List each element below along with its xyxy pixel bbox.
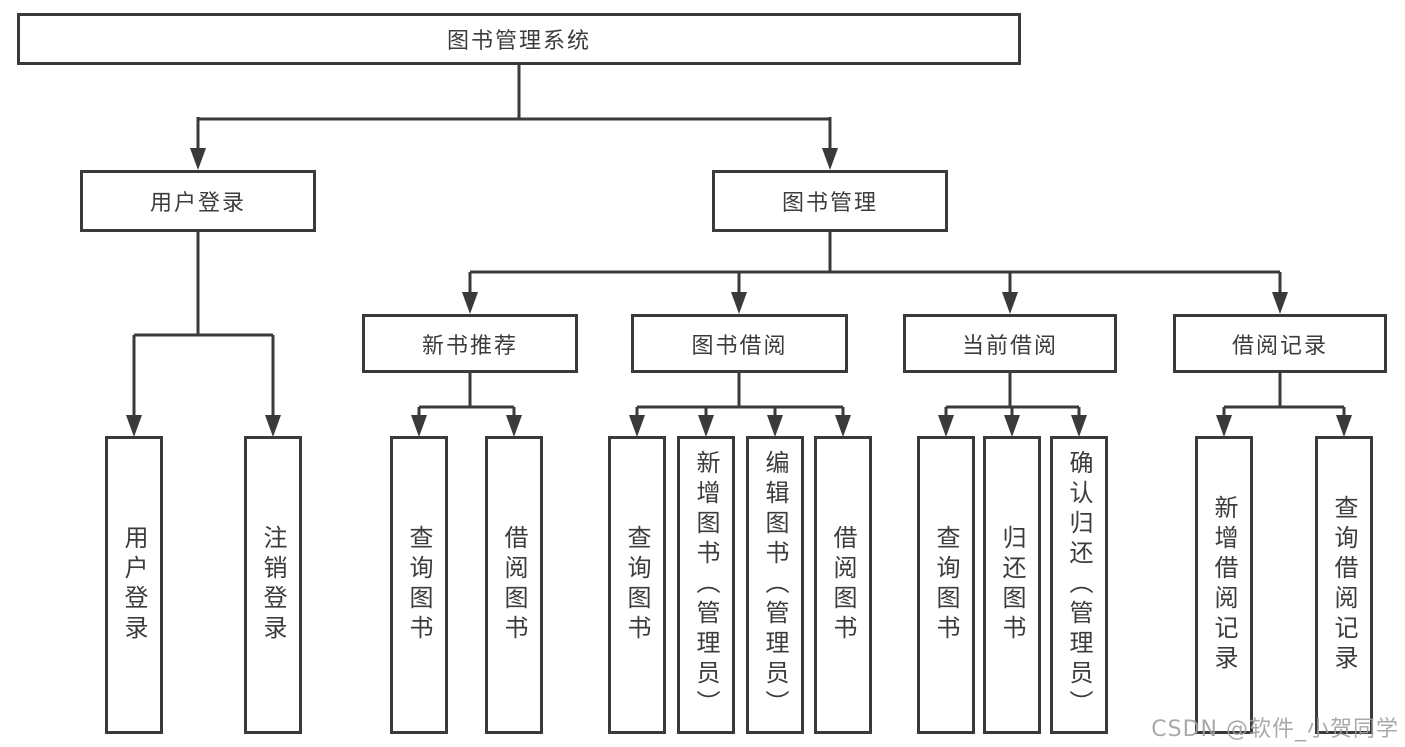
leaf-borrow-books: 借阅图书 (814, 436, 872, 734)
node-label: 归还图书 (998, 525, 1026, 645)
node-label: 查询图书 (932, 525, 960, 645)
leaf-edit-books-admin: 编辑图书（管理员） (746, 436, 804, 734)
node-book-borrowing: 图书借阅 (631, 314, 848, 373)
node-label: 确认归还（管理员） (1065, 450, 1093, 720)
arrowhead (1071, 415, 1087, 437)
node-label: 当前借阅 (961, 333, 1058, 359)
node-user-login: 用户登录 (80, 170, 316, 232)
arrowhead (698, 415, 714, 437)
arrowhead (265, 415, 281, 437)
leaf-return-books: 归还图书 (983, 436, 1041, 734)
arrowhead (411, 415, 427, 437)
node-label: 用户登录 (120, 525, 148, 645)
node-label: 注销登录 (259, 525, 287, 645)
leaf-add-books-admin: 新增图书（管理员） (677, 436, 735, 734)
node-label: 查询图书 (623, 525, 651, 645)
node-label: 查询借阅记录 (1330, 495, 1358, 675)
connector-root-to-level2 (190, 65, 838, 170)
connector-current-borrow-children (938, 373, 1087, 437)
arrowhead (767, 415, 783, 437)
node-label: 查询图书 (405, 525, 433, 645)
connector-user-login-children (126, 232, 281, 437)
leaf-query-books-current: 查询图书 (917, 436, 975, 734)
arrowhead (190, 148, 206, 170)
node-label: 新增借阅记录 (1210, 495, 1238, 675)
arrowhead (1216, 415, 1232, 437)
leaf-add-borrow-record: 新增借阅记录 (1195, 436, 1253, 734)
arrowhead (1002, 292, 1018, 314)
arrowhead (1004, 415, 1020, 437)
leaf-confirm-return-admin: 确认归还（管理员） (1050, 436, 1108, 734)
node-label: 编辑图书（管理员） (761, 450, 789, 720)
connector-book-management-children (462, 232, 1288, 314)
leaf-logout: 注销登录 (244, 436, 302, 734)
arrowhead (1336, 415, 1352, 437)
node-book-management: 图书管理 (712, 170, 948, 232)
node-label: 新书推荐 (421, 333, 518, 359)
node-new-book-recommendation: 新书推荐 (362, 314, 578, 373)
leaf-borrow-books-recommend: 借阅图书 (485, 436, 543, 734)
node-label: 新增图书（管理员） (692, 450, 720, 720)
connector-book-borrow-children (629, 373, 851, 437)
arrowhead (629, 415, 645, 437)
arrowhead (506, 415, 522, 437)
node-current-borrowing: 当前借阅 (903, 314, 1117, 373)
connector-new-book-children (411, 373, 522, 437)
arrowhead (731, 292, 747, 314)
node-label: 借阅记录 (1231, 333, 1328, 359)
arrowhead (462, 292, 478, 314)
node-label: 借阅图书 (829, 525, 857, 645)
arrowhead (1272, 292, 1288, 314)
node-label: 借阅图书 (500, 525, 528, 645)
node-label: 图书管理系统 (446, 29, 591, 54)
node-label: 图书借阅 (691, 333, 788, 359)
node-label: 用户登录 (149, 191, 246, 216)
node-library-management-system: 图书管理系统 (17, 13, 1021, 65)
arrowhead (126, 415, 142, 437)
arrowhead (938, 415, 954, 437)
leaf-query-books-borrow: 查询图书 (608, 436, 666, 734)
leaf-query-books-recommend: 查询图书 (390, 436, 448, 734)
connector-borrow-records-children (1216, 373, 1352, 437)
arrowhead (822, 148, 838, 170)
node-borrowing-records: 借阅记录 (1173, 314, 1387, 373)
leaf-user-login: 用户登录 (105, 436, 163, 734)
arrowhead (835, 415, 851, 437)
node-label: 图书管理 (781, 191, 878, 216)
leaf-query-borrow-record: 查询借阅记录 (1315, 436, 1373, 734)
